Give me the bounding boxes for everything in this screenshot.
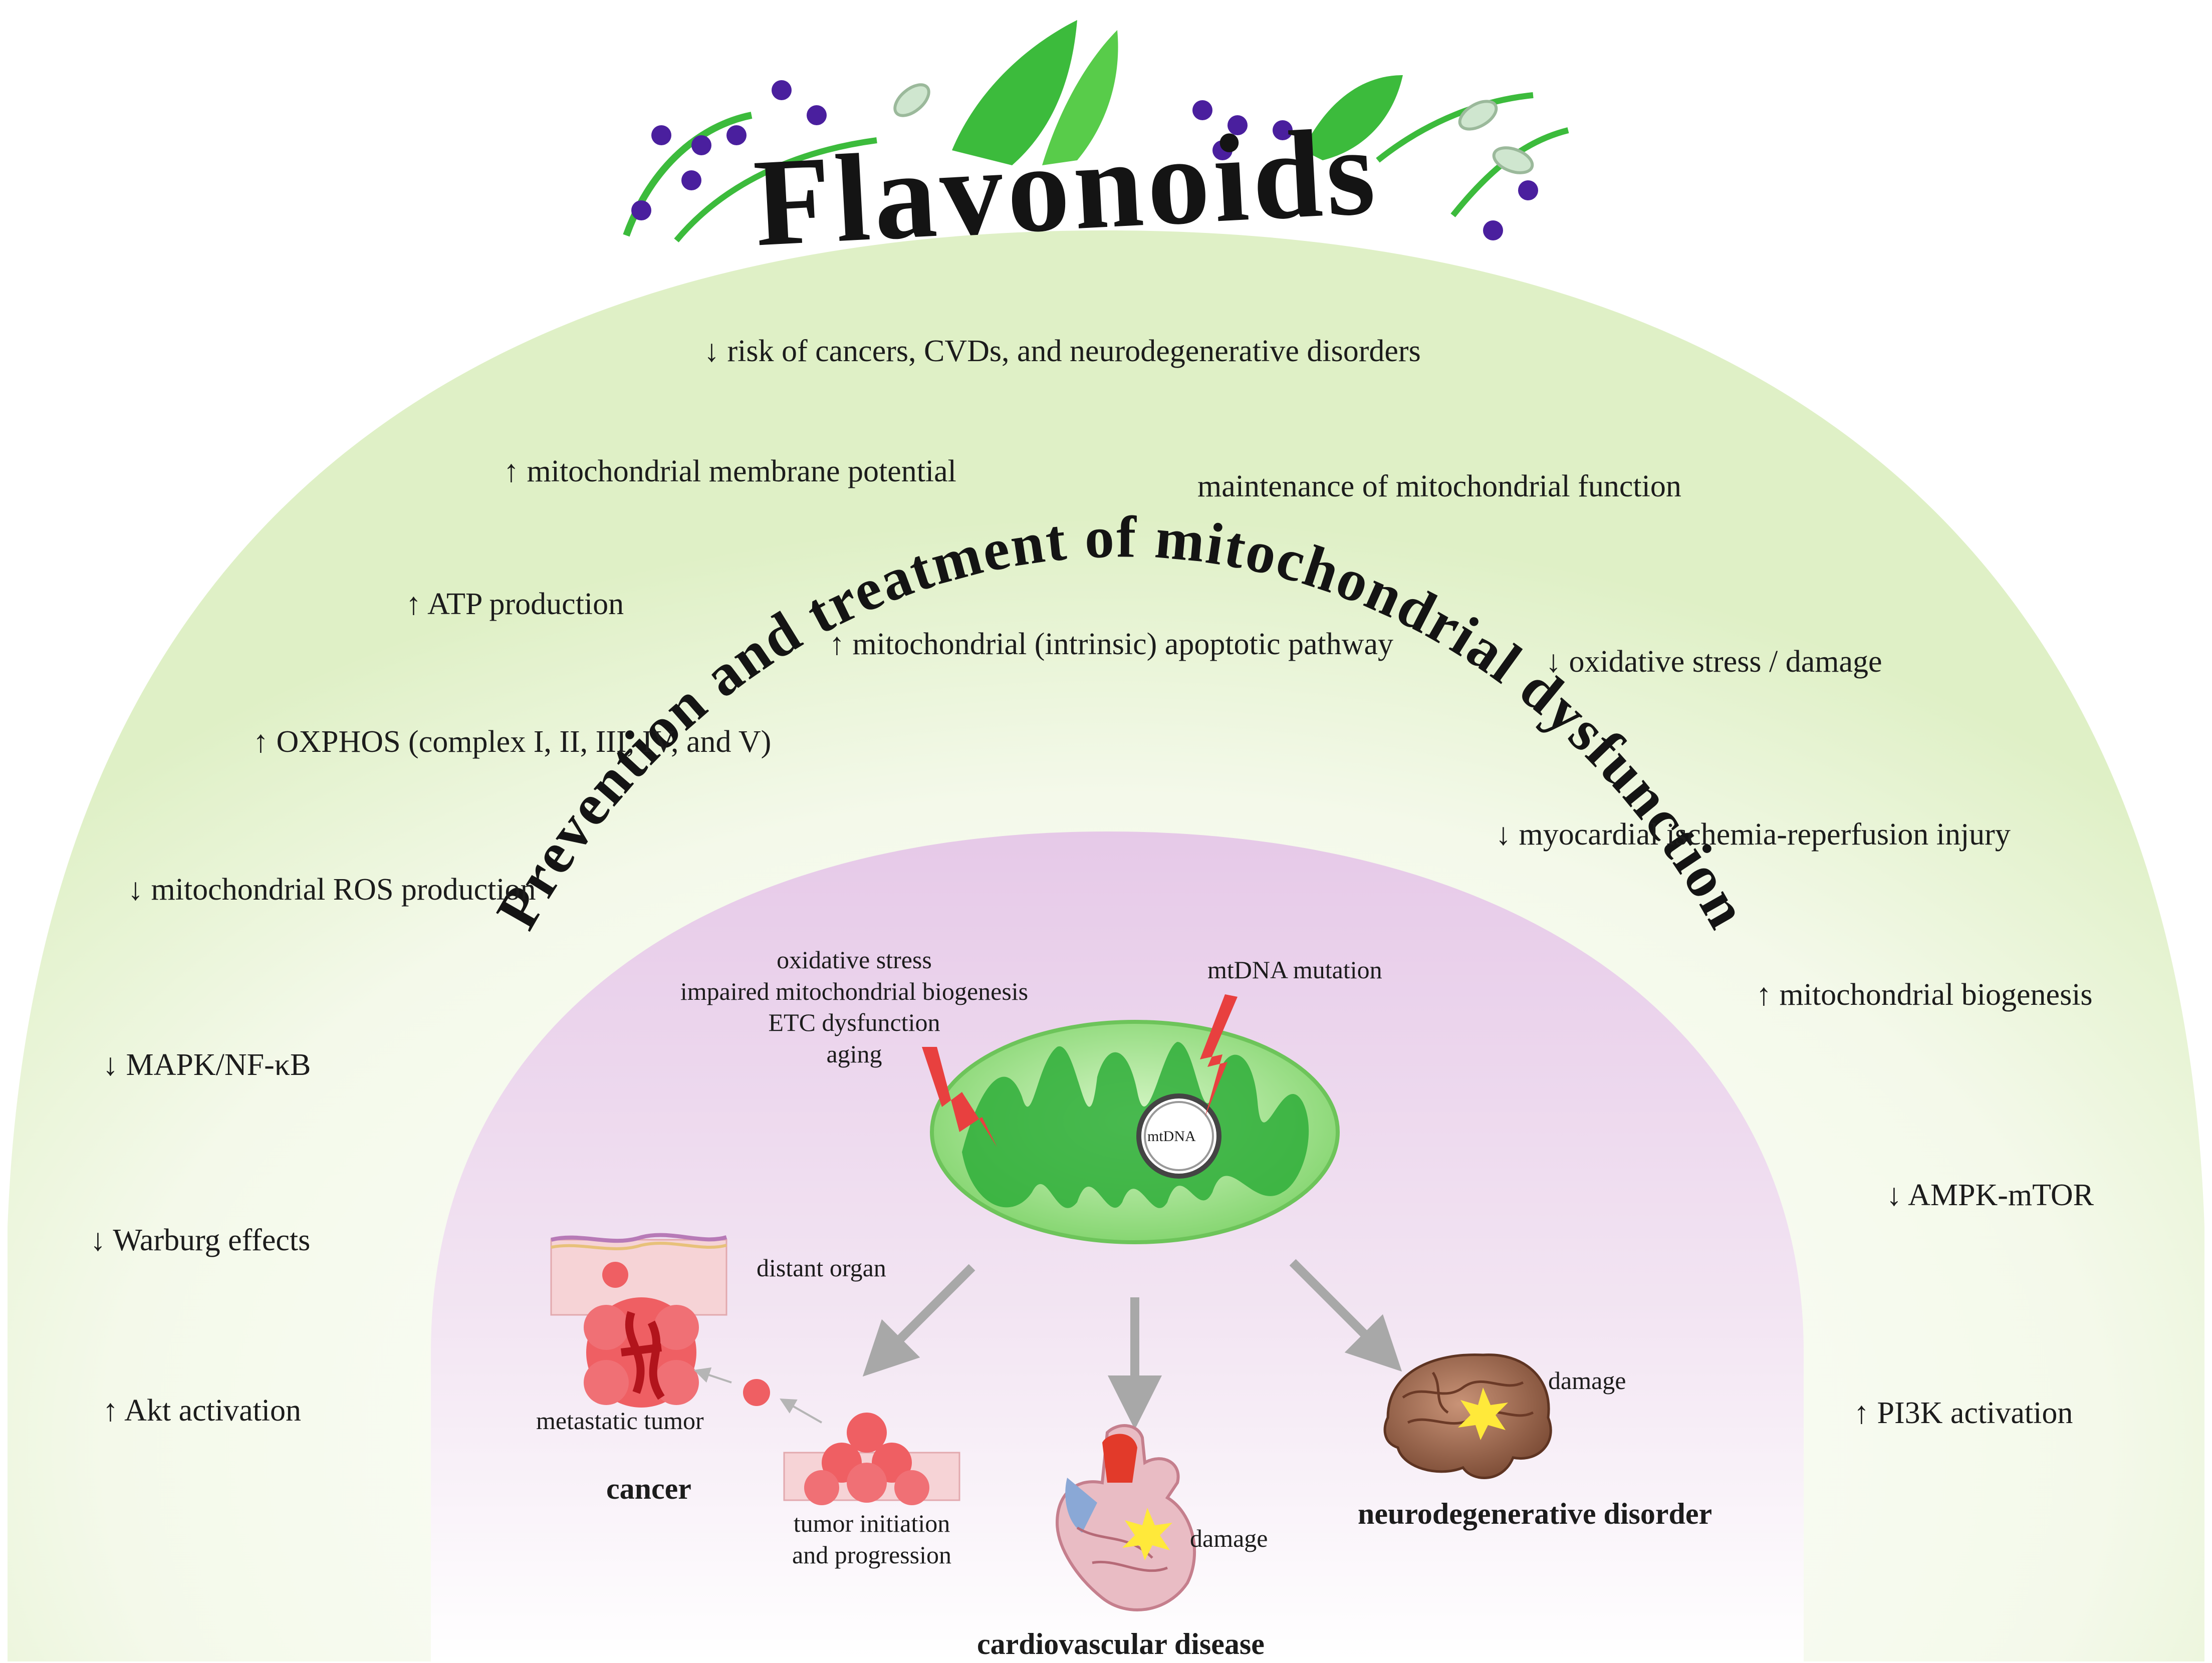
cause-item: aging bbox=[826, 1039, 882, 1068]
effect-ros: ↓ mitochondrial ROS production bbox=[128, 873, 536, 907]
effect-biogenesis: ↑ mitochondrial biogenesis bbox=[1756, 978, 2093, 1012]
effect-myocardial: ↓ myocardial ischemia-reperfusion injury bbox=[1496, 817, 2011, 852]
cause-item: ETC dysfunction bbox=[768, 1008, 940, 1036]
effect-membrane-potential: ↑ mitochondrial membrane potential bbox=[504, 454, 956, 488]
mitochondrion bbox=[930, 1020, 1340, 1244]
neurodegenerative-disorder-label: neurodegenerative disorder bbox=[1358, 1497, 1712, 1530]
effect-pi3k: ↑ PI3K activation bbox=[1854, 1396, 2073, 1430]
effect-akt: ↑ Akt activation bbox=[103, 1394, 302, 1428]
neuro-damage-label: damage bbox=[1548, 1366, 1626, 1395]
cardiovascular-disease-label: cardiovascular disease bbox=[977, 1627, 1265, 1660]
effect-mapk: ↓ MAPK/NF-κB bbox=[103, 1048, 311, 1082]
effect-warburg: ↓ Warburg effects bbox=[90, 1223, 311, 1257]
effect-risk: ↓ risk of cancers, CVDs, and neurodegene… bbox=[704, 334, 1421, 368]
causes-list: oxidative stress impaired mitochondrial … bbox=[656, 944, 1052, 1069]
distant-organ-label: distant organ bbox=[757, 1254, 886, 1282]
effect-maintenance: maintenance of mitochondrial function bbox=[1197, 469, 1681, 503]
lightning-bolt-left bbox=[922, 1047, 997, 1147]
heart-illustration bbox=[1055, 1424, 1196, 1611]
cause-item: oxidative stress bbox=[777, 946, 932, 974]
cancer-label: cancer bbox=[606, 1472, 691, 1505]
effect-oxidative: ↓ oxidative stress / damage bbox=[1546, 645, 1882, 679]
cause-item: impaired mitochondrial biogenesis bbox=[680, 977, 1029, 1005]
effect-atp: ↑ ATP production bbox=[406, 587, 624, 621]
mtdna-mutation-label: mtDNA mutation bbox=[1207, 956, 1382, 984]
arrow-to-neuro bbox=[1289, 1259, 1402, 1372]
arrow-to-cancer bbox=[862, 1264, 975, 1377]
lightning-bolt-right bbox=[1200, 994, 1238, 1117]
metastatic-tumor-label: metastatic tumor bbox=[536, 1407, 704, 1435]
brain-illustration bbox=[1383, 1353, 1552, 1479]
tumor-initiation-label: tumor initiation and progression bbox=[792, 1509, 951, 1569]
cancer-illustration bbox=[550, 1233, 960, 1505]
plant-decoration bbox=[623, 20, 1569, 242]
effect-ampk: ↓ AMPK-mTOR bbox=[1886, 1178, 2094, 1212]
mtdna-label: mtDNA bbox=[1147, 1128, 1196, 1145]
cardio-damage-label: damage bbox=[1190, 1524, 1268, 1552]
effect-oxphos: ↑ OXPHOS (complex I, II, III, IV, and V) bbox=[253, 725, 772, 759]
effect-apoptotic: ↑ mitochondrial (intrinsic) apoptotic pa… bbox=[829, 627, 1394, 661]
